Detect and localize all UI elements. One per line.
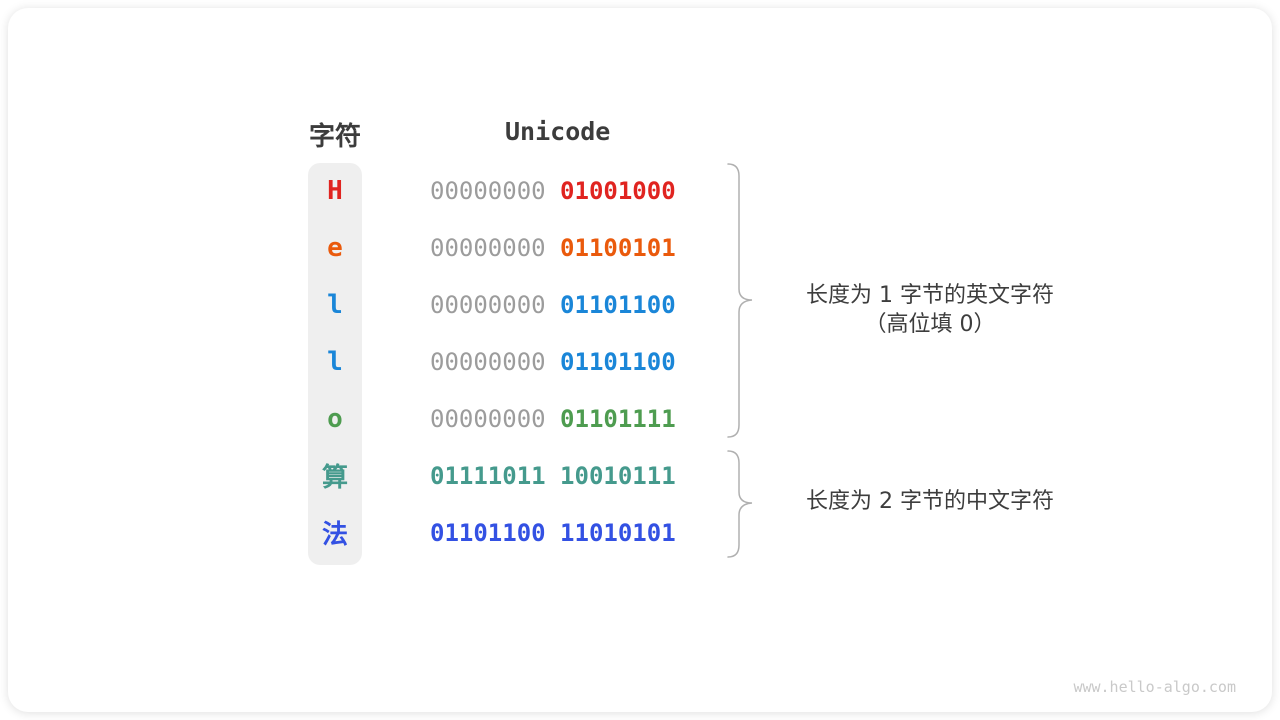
code-bits: 01101111: [560, 404, 676, 433]
character-cell: o: [327, 403, 343, 434]
unicode-binary: 00000000 01101111: [430, 405, 676, 433]
padding-bits: 00000000: [430, 404, 546, 433]
padding-bits: 00000000: [430, 347, 546, 376]
diagram-card: [8, 8, 1272, 712]
unicode-binary: 01101100 11010101: [430, 519, 676, 547]
code-bits: 01001000: [560, 176, 676, 205]
character-cell: 法: [321, 520, 348, 550]
table-row: l 00000000 01101100: [308, 333, 738, 390]
table-row: H 00000000 01001000: [308, 162, 738, 219]
annotation-english: 长度为 1 字节的英文字符 （高位填 0）: [758, 281, 1102, 339]
code-bits: 01101100: [560, 347, 676, 376]
code-bits: 01100101: [560, 233, 676, 262]
code-bits: 10010111: [560, 461, 676, 490]
unicode-column-header: Unicode: [505, 117, 611, 146]
table-row: 算 01111011 10010111: [308, 447, 738, 504]
annotation-english-line2: （高位填 0）: [864, 312, 996, 337]
character-cell: e: [327, 232, 343, 263]
char-column-header: 字符: [308, 122, 361, 152]
unicode-binary: 00000000 01100101: [430, 234, 676, 262]
unicode-binary: 00000000 01001000: [430, 177, 676, 205]
table-row: o 00000000 01101111: [308, 390, 738, 447]
code-bits: 01101100: [560, 290, 676, 319]
table-row: e 00000000 01100101: [308, 219, 738, 276]
padding-bits: 00000000: [430, 290, 546, 319]
code-bits: 11010101: [560, 518, 676, 547]
table-row: l 00000000 01101100: [308, 276, 738, 333]
unicode-binary: 00000000 01101100: [430, 291, 676, 319]
character-cell: 算: [321, 463, 348, 493]
unicode-binary: 01111011 10010111: [430, 462, 676, 490]
annotation-chinese-line1: 长度为 2 字节的中文字符: [806, 489, 1054, 514]
unicode-binary: 00000000 01101100: [430, 348, 676, 376]
annotation-chinese: 长度为 2 字节的中文字符: [758, 487, 1102, 516]
character-cell: l: [327, 289, 343, 320]
char-column-background: [308, 163, 362, 565]
table-row: 法 01101100 11010101: [308, 504, 738, 561]
code-bits: 01101100: [430, 518, 546, 547]
code-bits: 01111011: [430, 461, 546, 490]
character-cell: l: [327, 346, 343, 377]
padding-bits: 00000000: [430, 176, 546, 205]
padding-bits: 00000000: [430, 233, 546, 262]
annotation-english-line1: 长度为 1 字节的英文字符: [806, 283, 1054, 308]
character-cell: H: [327, 175, 343, 206]
watermark: www.hello-algo.com: [1073, 678, 1236, 696]
